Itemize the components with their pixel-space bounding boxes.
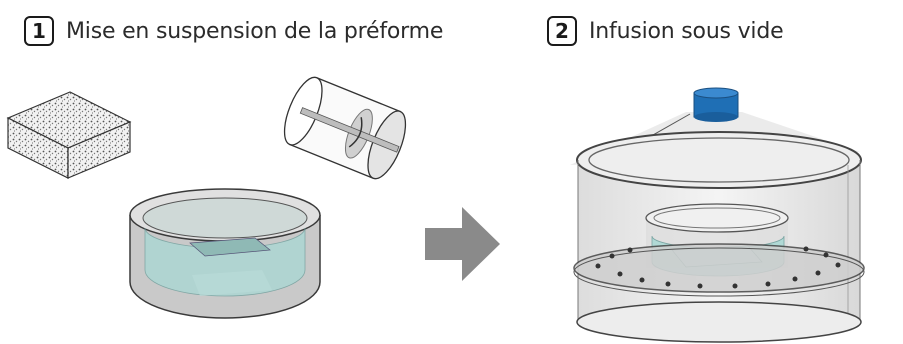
step-1-label: Mise en suspension de la préforme: [66, 18, 444, 44]
step-1-number: 1: [24, 16, 54, 46]
step-2-heading: 2 Infusion sous vide: [547, 16, 784, 46]
step-2-number: 2: [547, 16, 577, 46]
right-arrow-icon: [425, 207, 500, 281]
step-1-heading: 1 Mise en suspension de la préforme: [24, 16, 443, 46]
vacuum-chamber-icon: [570, 87, 865, 343]
porous-block-icon: [6, 91, 132, 179]
suspension-bath-icon: [129, 188, 321, 319]
mixer-cylinder-icon: [283, 76, 407, 180]
step-2-label: Infusion sous vide: [589, 18, 784, 44]
